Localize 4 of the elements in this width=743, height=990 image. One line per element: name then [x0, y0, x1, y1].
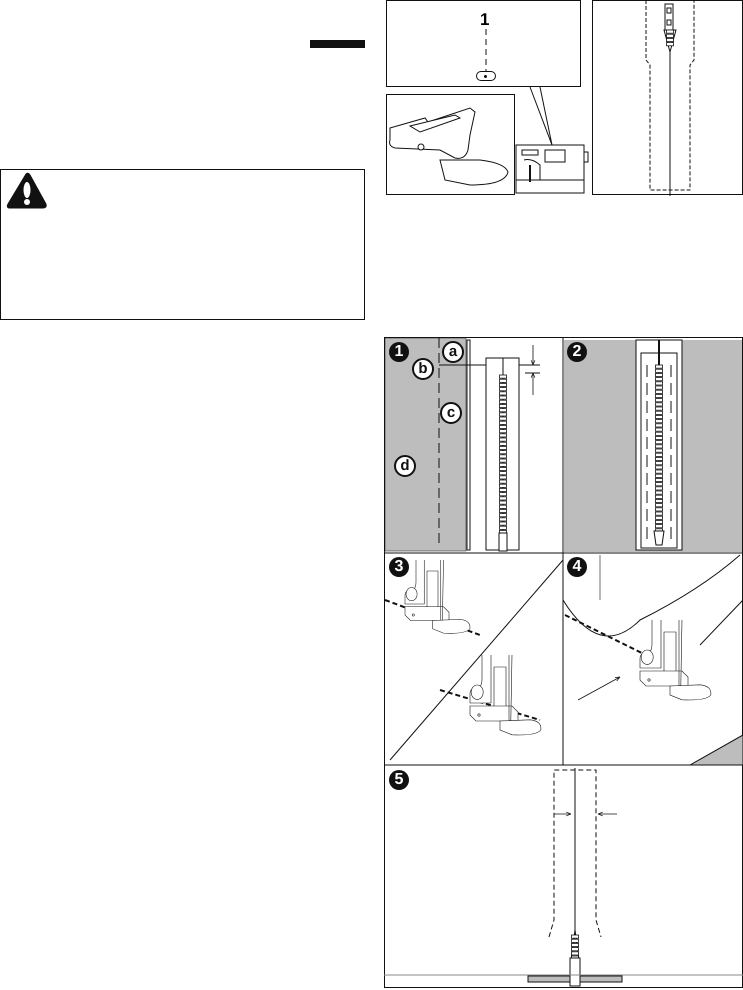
step-number: 3 — [389, 557, 409, 577]
step-number: 5 — [389, 770, 409, 790]
step-number: 4 — [567, 557, 587, 577]
button-symbol — [476, 71, 496, 81]
